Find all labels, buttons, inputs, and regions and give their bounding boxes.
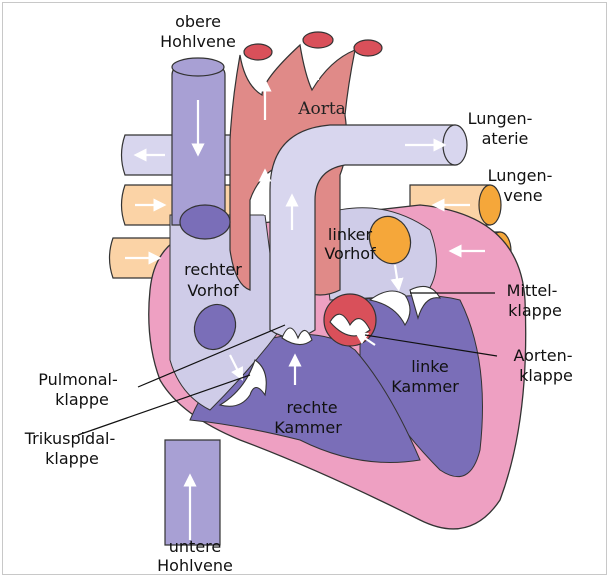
inferior-vena-cava — [165, 440, 220, 545]
label-left-atrium-2: Vorhof — [324, 244, 376, 263]
label-inf-vena-1: untere — [169, 537, 221, 556]
label-aortic-valve-1: Aorten- — [513, 346, 572, 365]
label-left-vent-2: Kammer — [391, 377, 459, 396]
label-pulm-valve-1: Pulmonal- — [38, 370, 118, 389]
label-left-vent-1: linke — [411, 357, 449, 376]
label-right-vent-1: rechte — [286, 398, 337, 417]
label-left-atrium-1: linker — [328, 225, 373, 244]
label-tricuspid-2: klappe — [45, 449, 99, 468]
label-inf-vena-2: Hohlvene — [157, 556, 233, 575]
label-mitral-1: Mittel- — [507, 281, 558, 300]
label-pulm-valve-2: klappe — [55, 390, 109, 409]
label-pulm-artery-2: aterie — [482, 129, 529, 148]
label-right-vent-2: Kammer — [274, 418, 342, 437]
label-right-atrium-1: rechter — [184, 260, 242, 279]
label-right-atrium-2: Vorhof — [187, 281, 239, 300]
label-mitral-2: klappe — [508, 301, 562, 320]
label-tricuspid-1: Trikuspidal- — [24, 429, 115, 448]
label-pulm-artery-1: Lungen- — [468, 109, 533, 128]
label-sup-vena-1: obere — [175, 12, 221, 31]
label-aortic-valve-2: klappe — [519, 366, 573, 385]
flow-arrow-icon — [362, 62, 375, 85]
label-sup-vena-2: Hohlvene — [160, 32, 236, 51]
label-pulm-vein-1: Lungen- — [488, 166, 553, 185]
superior-vena-opening — [180, 205, 230, 239]
label-aorta: Aorta — [297, 99, 346, 119]
label-pulm-vein-2: vene — [503, 186, 542, 205]
